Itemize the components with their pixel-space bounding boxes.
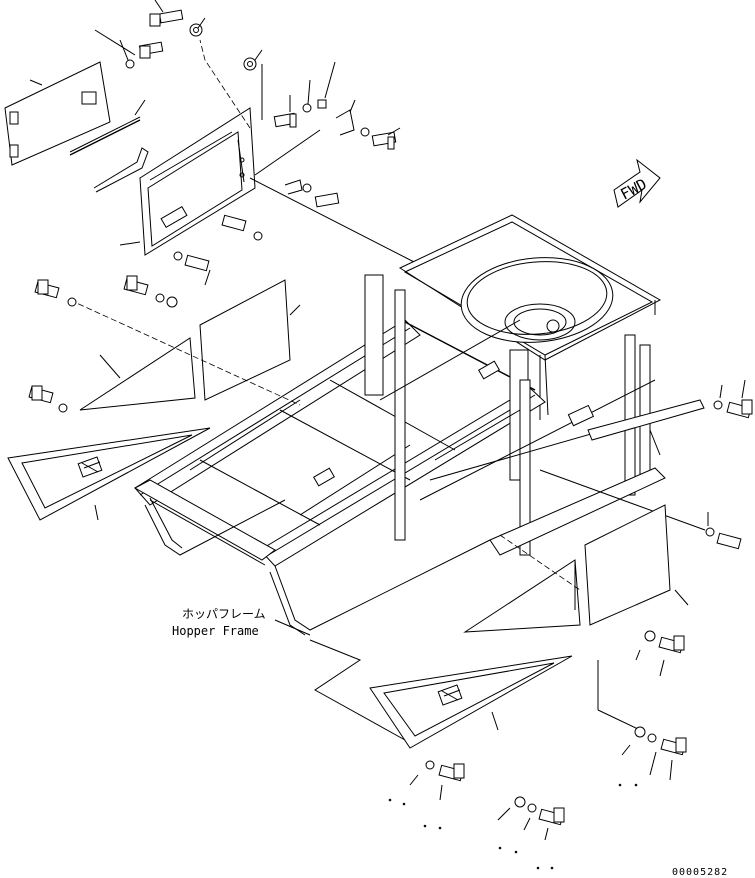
left-upper-side-panel [69, 279, 301, 411]
right-side-panel [463, 504, 689, 633]
top-left-cover-plate [4, 61, 149, 193]
hopper-bowl [398, 214, 662, 420]
fwd-arrow-icon: FWD [613, 158, 661, 208]
left-lower-step-plate [7, 427, 211, 521]
drawing-code: 00005282 [672, 867, 728, 878]
hopper-frame-label-en: Hopper Frame [172, 624, 259, 638]
right-rear-bar [539, 379, 753, 550]
left-bolts [28, 275, 178, 413]
upper-bracket-bolts [249, 61, 421, 266]
top-bolts [94, 0, 263, 120]
bottom-bolts [388, 630, 687, 870]
inspection-door-panel [119, 39, 256, 256]
door-hinge-bolts [173, 214, 263, 286]
hopper-frame [133, 274, 666, 636]
hopper-frame-label-jp: ホッパフレーム [182, 607, 266, 621]
right-lower-step-plate [309, 639, 573, 749]
